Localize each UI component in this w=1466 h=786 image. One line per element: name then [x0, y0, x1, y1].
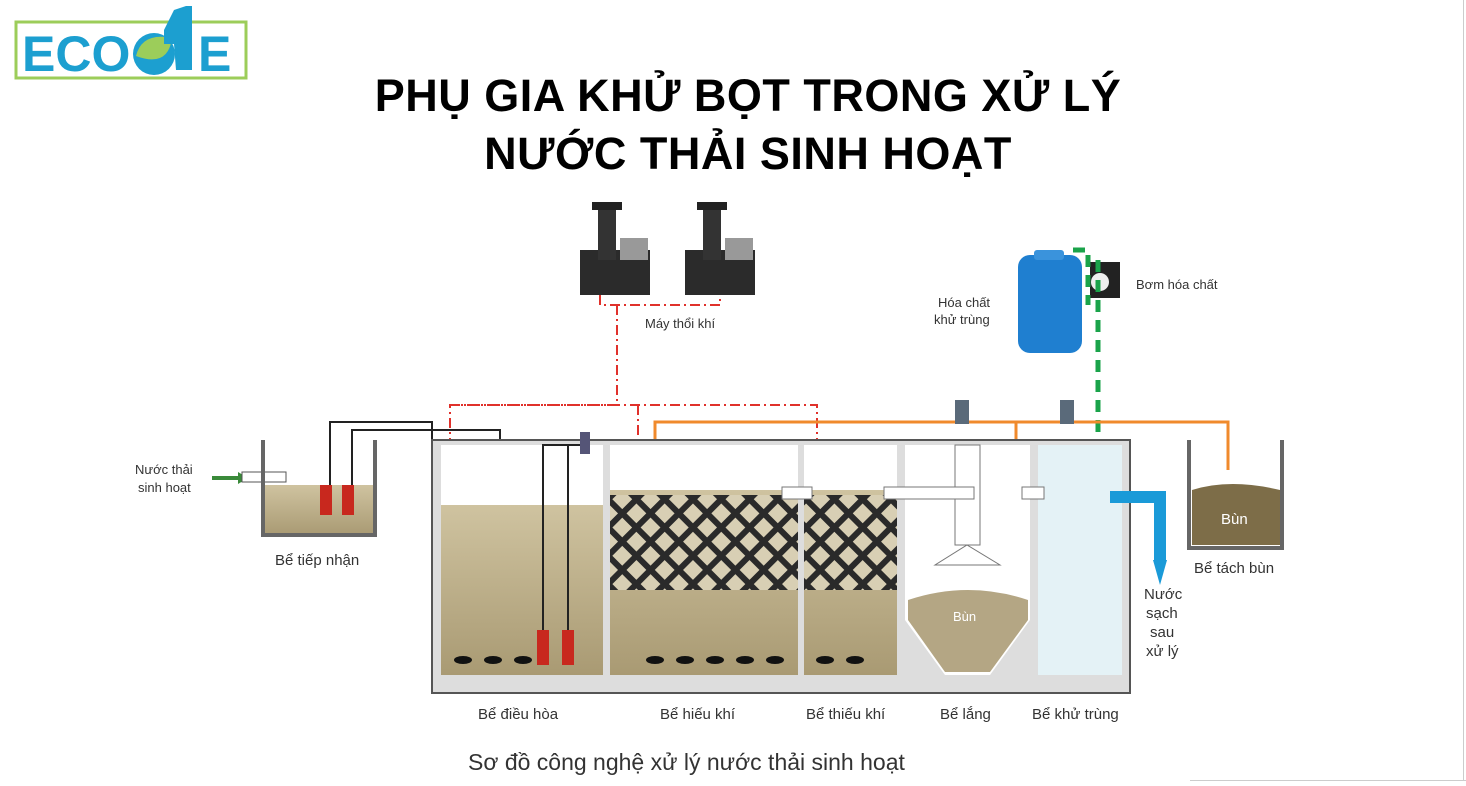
tank-receive — [261, 421, 501, 537]
tank-sludge — [1187, 440, 1284, 550]
chem-pump-label: Bơm hóa chất — [1136, 277, 1218, 292]
tank-settle-label: Bể lắng — [940, 706, 991, 723]
diffuser — [454, 656, 864, 664]
chemical-pump-icon — [1090, 262, 1120, 298]
tank-settle — [883, 444, 1030, 675]
svg-text:ECO: ECO — [22, 26, 130, 82]
sludge-label: Bùn — [953, 609, 976, 624]
sludge-label: Bùn — [1221, 511, 1248, 528]
svg-text:E: E — [198, 26, 231, 82]
inflow-label: sinh hoạt — [138, 480, 191, 495]
chem-line — [1073, 247, 1101, 445]
tank-anoxic-label: Bể thiếu khí — [806, 706, 886, 723]
air-blower-icon — [580, 202, 755, 295]
logo: ECO E — [14, 6, 248, 82]
tank-aerobic — [610, 445, 798, 675]
outflow-label: Nước — [1144, 586, 1183, 603]
tank-anoxic — [804, 445, 897, 675]
chem-tank-label: khử trùng — [934, 312, 990, 327]
tank-aerobic-label: Bể hiếu khí — [660, 706, 736, 723]
outflow-label: sạch — [1146, 605, 1178, 622]
slide-border — [1190, 780, 1466, 781]
diagram-caption: Sơ đồ công nghệ xử lý nước thải sinh hoạ… — [468, 749, 905, 775]
tank-disinfect — [1021, 445, 1167, 675]
tank-equalize — [441, 445, 603, 675]
blower-label: Máy thổi khí — [645, 316, 715, 331]
tank-disinfect-label: Bể khử trùng — [1032, 706, 1119, 723]
pump-icon — [537, 432, 590, 665]
tank-receive-label: Bể tiếp nhận — [275, 552, 359, 569]
slide-border — [1463, 0, 1464, 780]
chem-tank-label: Hóa chất — [938, 295, 990, 310]
tank-equalize-label: Bể điều hòa — [478, 706, 559, 723]
inflow-label: Nước thải — [135, 462, 193, 477]
chemical-tank-icon — [1018, 250, 1082, 353]
outflow-label: sau — [1150, 624, 1174, 641]
title-line-2: NƯỚC THẢI SINH HOẠT — [484, 128, 1012, 179]
tank-sludge-label: Bể tách bùn — [1194, 560, 1274, 577]
outflow-label: xử lý — [1146, 643, 1179, 660]
valve-icon — [955, 400, 1074, 424]
title-line-1: PHỤ GIA KHỬ BỌT TRONG XỬ LÝ — [374, 70, 1122, 121]
